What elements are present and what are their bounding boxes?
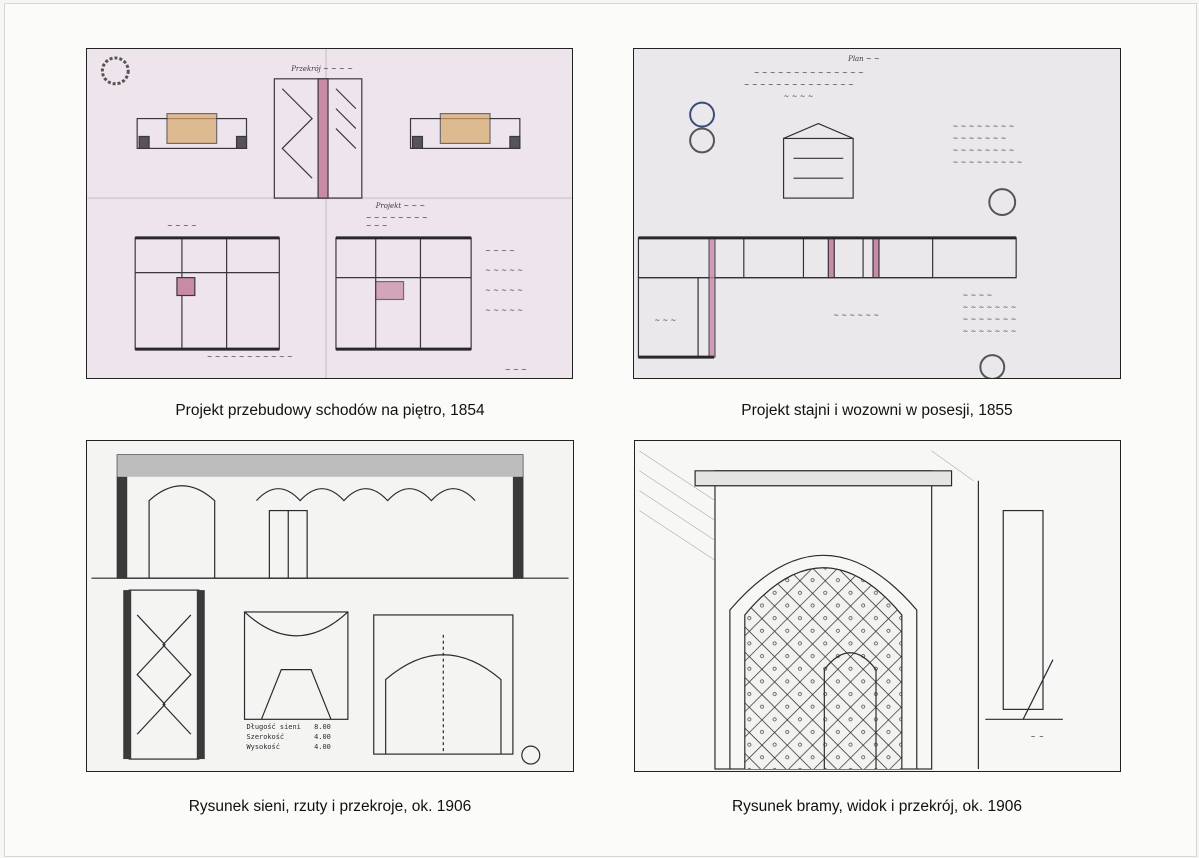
svg-text:~ ~ ~ ~ ~ ~ ~ ~ ~: ~ ~ ~ ~ ~ ~ ~ ~ ~ bbox=[953, 158, 1023, 166]
legend-depth-label: Długość sieni bbox=[247, 723, 301, 731]
svg-text:~ ~ ~ ~ ~ ~ ~: ~ ~ ~ ~ ~ ~ ~ bbox=[962, 327, 1016, 335]
caption-stable-project: Projekt stajni i wozowni w posesji, 1855 bbox=[741, 402, 1013, 419]
drawing-hallway-1906: Długość sieni 8.00 Szerokość 4.00 Wysoko… bbox=[86, 440, 574, 772]
drawing-stable-1855: Plan ~ ~ ~ ~ ~ ~ ~ ~ ~ ~ ~ ~ ~ ~ ~ ~ ~ ~… bbox=[633, 48, 1121, 379]
legend-depth-value: 8.00 bbox=[314, 723, 331, 731]
legend-height-value: 4.00 bbox=[314, 743, 331, 751]
svg-text:~ ~ ~ ~ ~: ~ ~ ~ ~ ~ bbox=[485, 267, 523, 275]
drawing-stable-1855-art: Plan ~ ~ ~ ~ ~ ~ ~ ~ ~ ~ ~ ~ ~ ~ ~ ~ ~ ~… bbox=[634, 49, 1120, 378]
svg-text:~ ~ ~ ~ ~ ~ ~ ~ ~ ~ ~: ~ ~ ~ ~ ~ ~ ~ ~ ~ ~ ~ bbox=[207, 353, 293, 361]
caption-hallway-drawing: Rysunek sieni, rzuty i przekroje, ok. 19… bbox=[188, 798, 472, 815]
svg-text:~ ~ ~ ~ ~ ~ ~ ~ ~ ~ ~ ~ ~ ~: ~ ~ ~ ~ ~ ~ ~ ~ ~ ~ ~ ~ ~ ~ bbox=[754, 69, 864, 77]
svg-text:~ ~ ~ ~ ~ ~: ~ ~ ~ ~ ~ ~ bbox=[833, 311, 879, 319]
svg-text:~ ~ ~ ~ ~: ~ ~ ~ ~ ~ bbox=[485, 306, 523, 314]
svg-text:Przekrój ~ ~ ~ ~: Przekrój ~ ~ ~ ~ bbox=[290, 65, 353, 73]
legend-width-value: 4.00 bbox=[314, 733, 331, 741]
drawing-stairs-1854-art: Przekrój ~ ~ ~ ~ Projekt ~ ~ ~ ~ ~ ~ ~ ~… bbox=[87, 49, 572, 378]
svg-text:~ ~ ~ ~ ~ ~ ~: ~ ~ ~ ~ ~ ~ ~ bbox=[962, 315, 1016, 323]
legend-height-label: Wysokość bbox=[247, 743, 280, 751]
svg-text:~ ~: ~ ~ bbox=[1031, 733, 1044, 741]
svg-text:~ ~ ~ ~: ~ ~ ~ ~ bbox=[784, 93, 814, 101]
svg-text:~ ~ ~: ~ ~ ~ bbox=[366, 222, 388, 230]
document-sheet: Przekrój ~ ~ ~ ~ Projekt ~ ~ ~ ~ ~ ~ ~ ~… bbox=[4, 3, 1197, 857]
drawing-gate-1906: ~ ~ bbox=[634, 440, 1121, 772]
svg-text:Plan ~ ~: Plan ~ ~ bbox=[847, 55, 880, 63]
svg-text:~ ~ ~: ~ ~ ~ bbox=[505, 366, 527, 374]
caption-gate-drawing: Rysunek bramy, widok i przekrój, ok. 190… bbox=[731, 798, 1023, 815]
svg-text:~ ~ ~ ~ ~ ~ ~ ~: ~ ~ ~ ~ ~ ~ ~ ~ bbox=[953, 146, 1015, 154]
svg-text:~ ~ ~ ~ ~ ~ ~ ~: ~ ~ ~ ~ ~ ~ ~ ~ bbox=[366, 214, 428, 222]
svg-text:Projekt ~ ~ ~: Projekt ~ ~ ~ bbox=[375, 202, 426, 210]
caption-stairs-project: Projekt przebudowy schodów na piętro, 18… bbox=[175, 402, 485, 419]
svg-text:~ ~ ~ ~ ~ ~ ~ ~ ~ ~ ~ ~ ~ ~: ~ ~ ~ ~ ~ ~ ~ ~ ~ ~ ~ ~ ~ ~ bbox=[744, 81, 854, 89]
svg-text:~ ~ ~ ~: ~ ~ ~ ~ bbox=[962, 291, 992, 299]
svg-text:~ ~ ~ ~ ~: ~ ~ ~ ~ ~ bbox=[485, 287, 523, 295]
svg-text:~ ~ ~ ~ ~ ~ ~: ~ ~ ~ ~ ~ ~ ~ bbox=[962, 303, 1016, 311]
svg-text:~ ~ ~ ~ ~ ~ ~: ~ ~ ~ ~ ~ ~ ~ bbox=[953, 134, 1007, 142]
legend-width-label: Szerokość bbox=[247, 733, 285, 741]
svg-text:~ ~ ~ ~ ~ ~ ~ ~: ~ ~ ~ ~ ~ ~ ~ ~ bbox=[953, 123, 1015, 131]
svg-text:~ ~ ~ ~: ~ ~ ~ ~ bbox=[167, 222, 197, 230]
svg-text:~ ~ ~: ~ ~ ~ bbox=[654, 316, 676, 324]
drawing-hallway-1906-art: Długość sieni 8.00 Szerokość 4.00 Wysoko… bbox=[87, 441, 573, 771]
drawing-stairs-1854: Przekrój ~ ~ ~ ~ Projekt ~ ~ ~ ~ ~ ~ ~ ~… bbox=[86, 48, 573, 379]
drawing-gate-1906-art: ~ ~ bbox=[635, 441, 1120, 771]
svg-text:~ ~ ~ ~: ~ ~ ~ ~ bbox=[485, 247, 515, 255]
